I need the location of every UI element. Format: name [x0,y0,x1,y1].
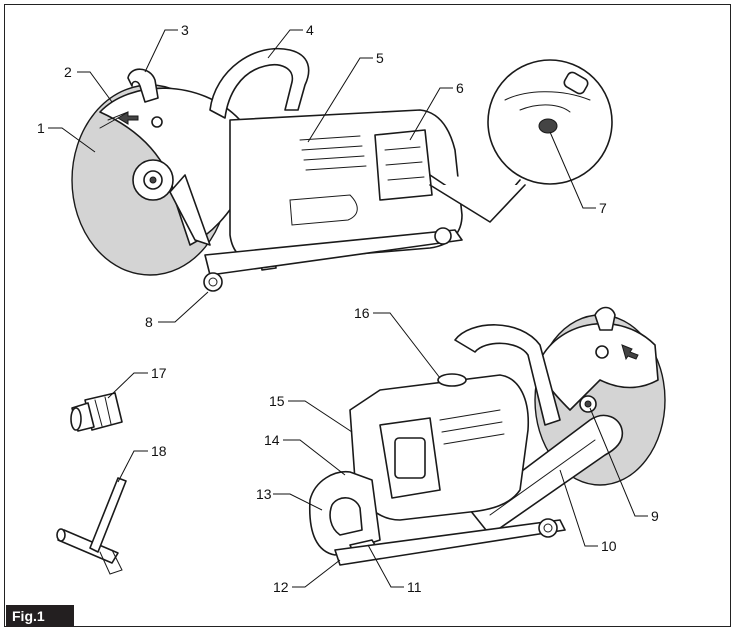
callout-3: 3 [181,22,189,38]
nozzle-accessory [70,392,123,432]
indicator-button [538,118,558,134]
callout-11: 11 [407,579,422,595]
base-wheel [203,272,223,292]
callout-2: 2 [64,64,72,80]
callout-5: 5 [376,50,384,66]
callout-6: 6 [456,80,464,96]
guard-handle [127,68,159,103]
callout-10: 10 [601,538,617,554]
air-vents [299,135,367,171]
power-cutter-rear-view [308,306,666,566]
callout-13: 13 [256,486,272,502]
callout-7: 7 [599,200,607,216]
socket-wrench [56,477,127,575]
callout-16: 16 [354,305,370,321]
callout-labels: 1 2 3 4 5 6 7 8 9 10 11 12 13 14 15 16 1… [37,22,659,595]
motor-housing-rear [349,374,530,521]
callout-15: 15 [269,393,285,409]
callout-18: 18 [151,443,167,459]
power-cutter-front-view [71,47,613,292]
callout-8: 8 [145,314,153,330]
callout-1: 1 [37,120,45,136]
callout-14: 14 [264,432,280,448]
wheel-guard [99,87,246,246]
callout-4: 4 [306,22,314,38]
front-handle [209,47,310,119]
callout-17: 17 [151,365,167,381]
callout-9: 9 [651,508,659,524]
figure-label: Fig.1 [6,605,74,627]
front-handle-rear [454,324,561,426]
figure-frame [4,4,731,627]
battery-cartridge [374,129,433,201]
callout-12: 12 [273,579,289,595]
leader-lines [48,29,648,588]
